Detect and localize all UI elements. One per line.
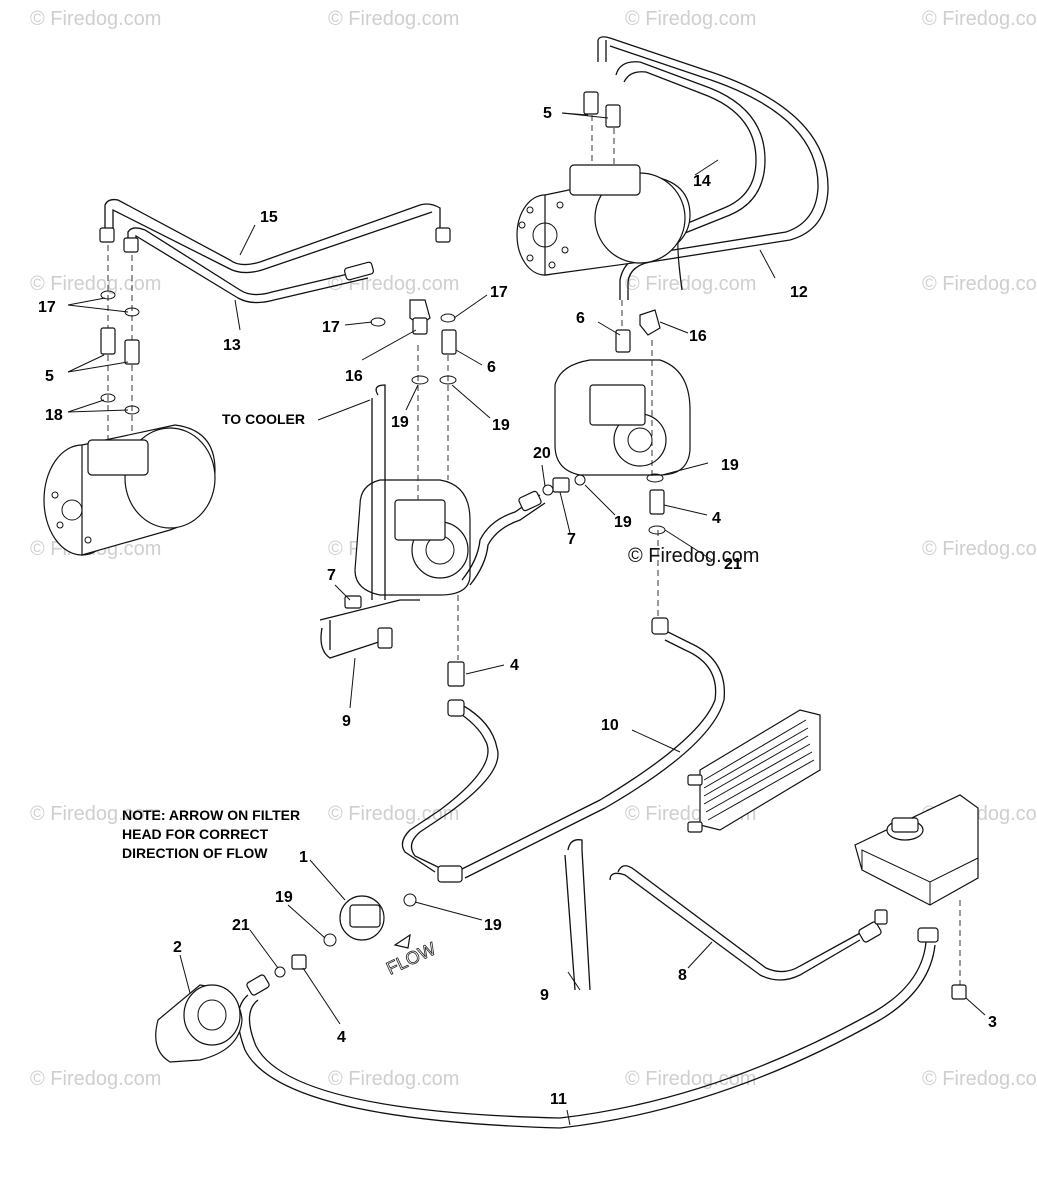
hydraulic-tank (854, 794, 979, 1000)
callout-19: 19 (275, 889, 293, 906)
fittings-5-top (583, 91, 621, 200)
hose-11 (237, 927, 939, 1129)
callout-3: 3 (988, 1014, 997, 1031)
callout-4: 4 (712, 510, 721, 527)
watermark: © Firedog.com (328, 803, 459, 825)
pump-right (554, 300, 691, 620)
callout-9: 9 (540, 987, 549, 1004)
note-line-2: HEAD FOR CORRECT (122, 826, 269, 842)
watermark: © Firedog.com (30, 803, 161, 825)
callout-10: 10 (601, 717, 619, 734)
watermark: © Firedog.com (922, 538, 1037, 560)
watermark-main: © Firedog.com (628, 545, 759, 567)
callout-19: 19 (484, 917, 502, 934)
callout-18: 18 (45, 407, 63, 424)
callout-19: 19 (391, 414, 409, 431)
callout-19: 19 (614, 514, 632, 531)
filter-head: FLOW (274, 893, 439, 979)
watermark: © Firedog.com (625, 273, 756, 295)
watermark: © Firedog.com (30, 8, 161, 30)
watermark: © Firedog.com (30, 1068, 161, 1090)
watermark: © Firedog.com (625, 1068, 756, 1090)
hydraulic-motor-left (43, 424, 216, 556)
callout-21: 21 (724, 556, 742, 573)
callout-2: 2 (173, 939, 182, 956)
watermark: © Firedog.com (328, 273, 459, 295)
callout-4: 4 (510, 657, 519, 674)
callout-7: 7 (567, 531, 576, 548)
callout-17: 17 (490, 284, 508, 301)
callout-17: 17 (322, 319, 340, 336)
callout-labels: 5 14 12 15 13 17 5 18 17 16 17 6 19 19 6… (38, 105, 997, 1108)
callout-16: 16 (689, 328, 707, 345)
callout-20: 20 (533, 445, 551, 462)
callout-5: 5 (45, 368, 54, 385)
watermark: © Firedog.com (30, 273, 161, 295)
watermark: © Firedog.com (328, 1068, 459, 1090)
callout-11: 11 (550, 1091, 567, 1108)
note-line-3: DIRECTION OF FLOW (122, 845, 268, 861)
watermark-group: © Firedog.com © Firedog.com © Firedog.co… (30, 8, 1037, 1090)
callout-17: 17 (38, 299, 56, 316)
note-line-1: NOTE: ARROW ON FILTER (122, 807, 300, 823)
callout-14: 14 (693, 173, 711, 190)
callout-8: 8 (678, 967, 687, 984)
to-cooler-label: TO COOLER (222, 411, 305, 427)
watermark: © Firedog.com (922, 8, 1037, 30)
hose-10 (401, 617, 726, 883)
leader-lines (67, 112, 986, 1126)
callout-6: 6 (576, 310, 585, 327)
watermark: © Firedog.com (922, 1068, 1037, 1090)
fittings-center (370, 299, 457, 385)
watermark: © Firedog.com (922, 273, 1037, 295)
oil-filter (155, 984, 243, 1063)
watermark: © Firedog.com (625, 8, 756, 30)
callout-7: 7 (327, 567, 336, 584)
hose-13-15 (99, 198, 451, 304)
callout-6: 6 (487, 359, 496, 376)
callout-9: 9 (342, 713, 351, 730)
hydraulic-motor-top (516, 164, 691, 276)
callout-12: 12 (790, 284, 808, 301)
callout-19: 19 (492, 417, 510, 434)
hose-8 (609, 865, 888, 981)
filter-note: NOTE: ARROW ON FILTER HEAD FOR CORRECT D… (122, 807, 300, 861)
hose-pump-right (461, 474, 586, 586)
watermark: © Firedog.com (328, 8, 459, 30)
callout-16: 16 (345, 368, 363, 385)
callout-19: 19 (721, 457, 739, 474)
callout-5: 5 (543, 105, 552, 122)
callout-15: 15 (260, 209, 278, 226)
flow-label: FLOW (383, 939, 439, 979)
callout-1: 1 (299, 849, 308, 866)
callout-4: 4 (337, 1029, 346, 1046)
hose-9-lower (564, 839, 591, 991)
callout-13: 13 (223, 337, 241, 354)
oil-cooler (687, 709, 821, 833)
fittings-left-stack (100, 245, 140, 460)
callout-21: 21 (232, 917, 250, 934)
